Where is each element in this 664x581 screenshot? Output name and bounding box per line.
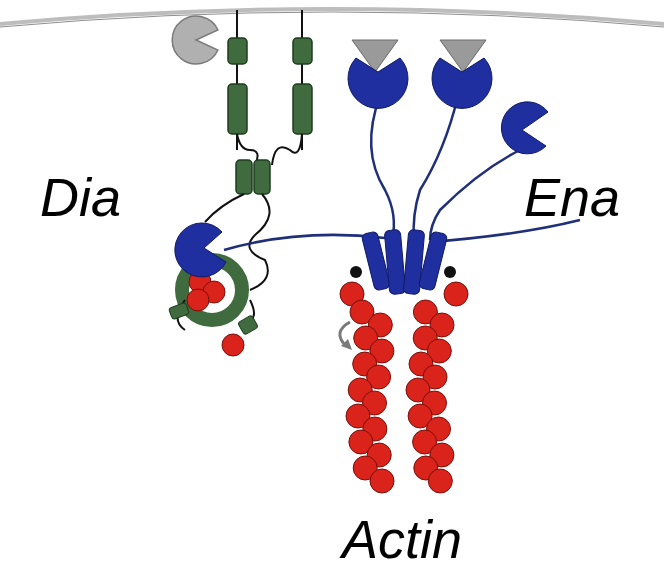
actin-subunit: [370, 469, 394, 493]
dia-protein: [168, 10, 312, 356]
actin-subunit: [428, 469, 452, 493]
protein-label: Ena: [524, 170, 620, 224]
actin-filament: [346, 300, 454, 493]
protein-label: Actin: [342, 512, 462, 566]
protein-label: Dia: [40, 170, 121, 224]
membrane: [0, 9, 664, 24]
membrane-edge: [0, 12, 664, 27]
